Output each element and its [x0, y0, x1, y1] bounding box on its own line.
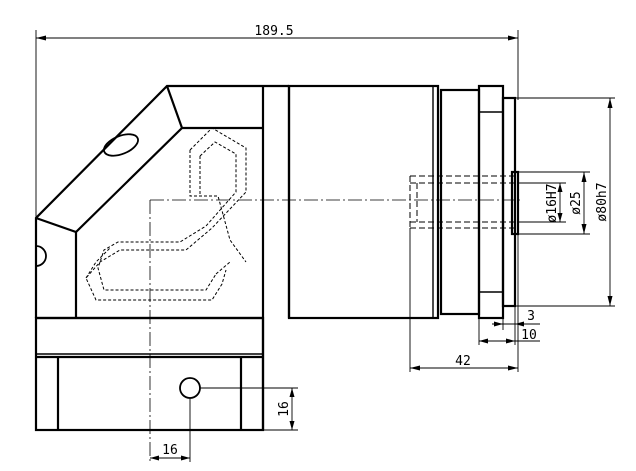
dimension-arrows	[36, 35, 613, 461]
hidden-gear-lines	[85, 127, 247, 301]
dim-shaft-length: 42	[455, 354, 471, 369]
bottom-bolt-hole-icon	[179, 377, 201, 399]
dim-hole-vertical: 16	[277, 401, 292, 417]
dim-flange-step: 3	[527, 309, 535, 324]
gearbox-body-outline	[34, 84, 520, 432]
center-lines	[149, 199, 520, 462]
dimension-lines	[35, 30, 615, 462]
dim-hole-horizontal: 16	[162, 443, 178, 458]
dim-shaft-shoulder: 10	[521, 328, 537, 343]
dim-shaft-diameter: ø16H7	[545, 183, 560, 222]
side-hole-icon	[35, 245, 47, 267]
dim-overall-length: 189.5	[254, 24, 293, 39]
hidden-shaft-bore	[409, 175, 514, 229]
dim-flange-diameter: ø80h7	[595, 182, 610, 221]
dim-pilot-diameter: ø25	[569, 191, 584, 214]
top-oval-hole-icon	[103, 133, 139, 157]
